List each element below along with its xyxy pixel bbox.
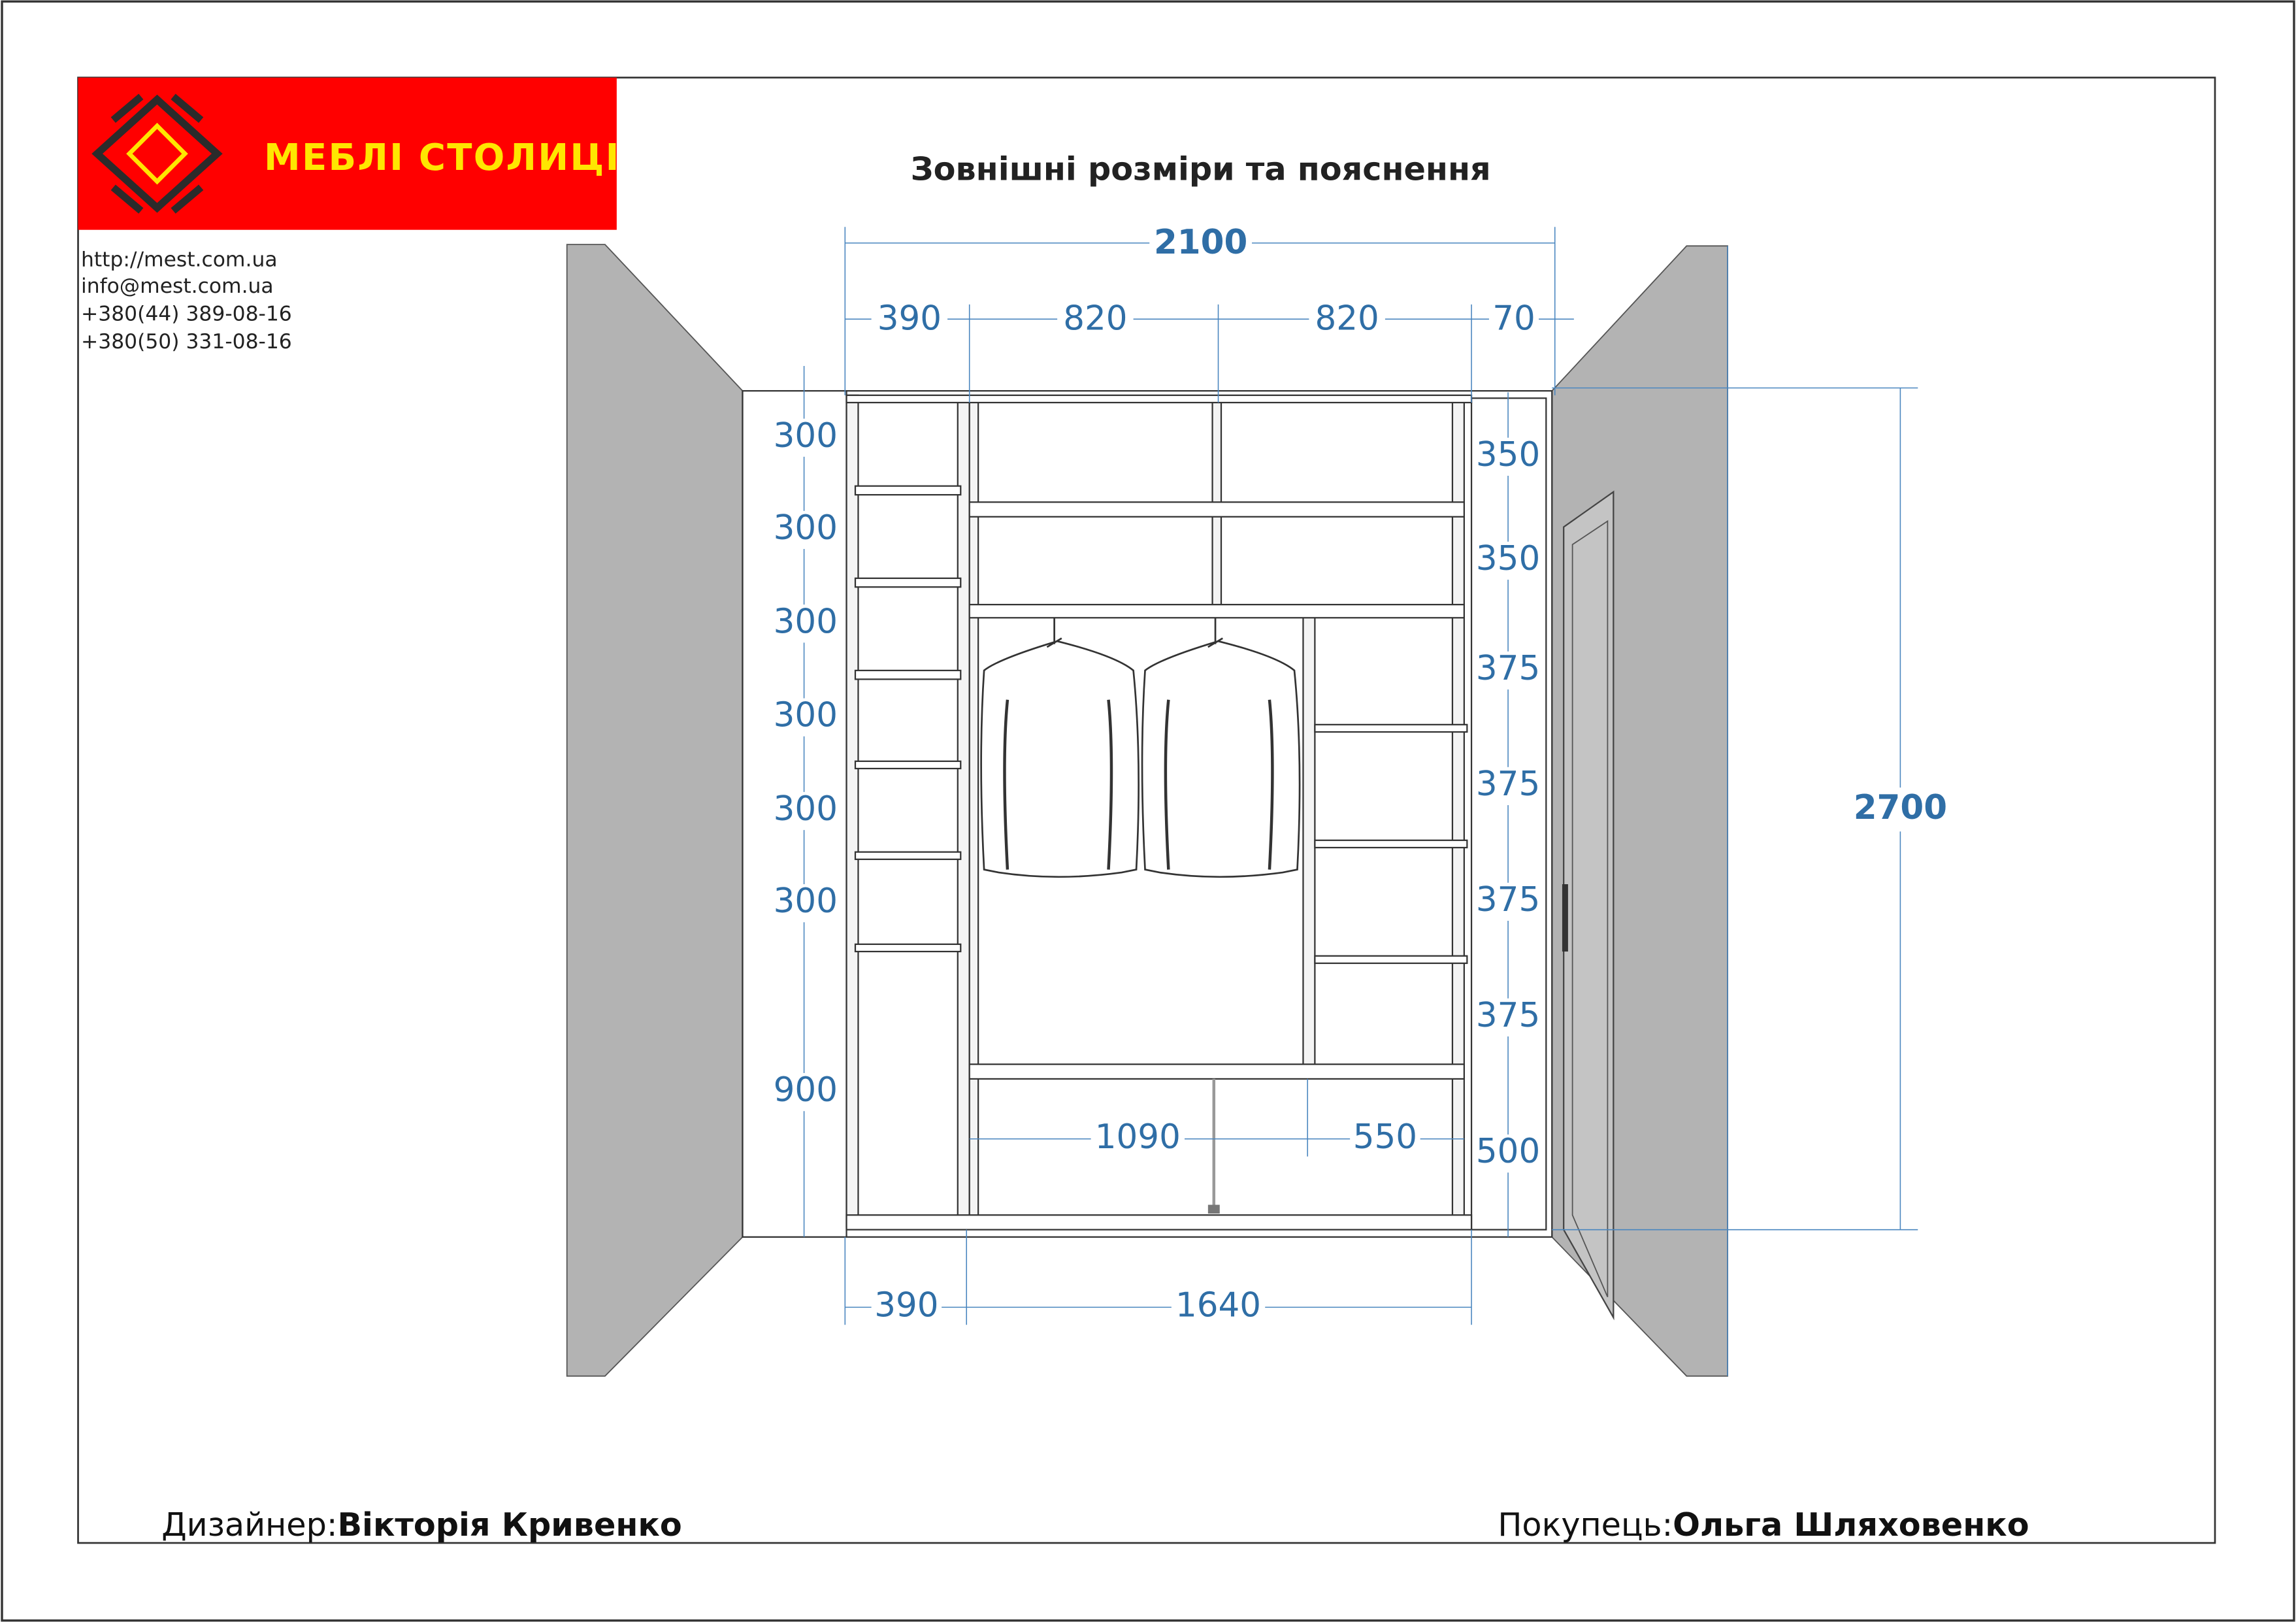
jacket-icon <box>980 618 1140 878</box>
customer-label: Покупець: <box>1498 1506 1673 1544</box>
customer-name: Ольга Шляховенко <box>1673 1506 2029 1544</box>
designer-credit: Дизайнер:Вікторія Кривенко <box>161 1506 682 1544</box>
dim-left-height: 300 <box>774 789 838 829</box>
wardrobe <box>742 389 1553 1238</box>
dim-right-height: 500 <box>1476 1132 1540 1171</box>
phone-2: +380(50) 331-08-16 <box>81 330 292 354</box>
room-door <box>1563 490 1615 1321</box>
right-filler-panel <box>1470 397 1547 1231</box>
customer-credit: Покупець:Ольга Шляховенко <box>1498 1506 2029 1544</box>
dim-total-height: 2700 <box>1854 788 1947 827</box>
dim-left-height: 300 <box>774 416 838 455</box>
dim-right-height: 375 <box>1476 649 1540 688</box>
dim-right-height: 375 <box>1476 996 1540 1035</box>
dim-left-height: 300 <box>774 696 838 735</box>
dim-left-height: 900 <box>774 1070 838 1110</box>
designer-label: Дизайнер: <box>161 1506 337 1544</box>
page-title: Зовнішні розміри та пояснення <box>911 150 1491 188</box>
brand-name: МЕБЛІ СТОЛИЦІ <box>264 137 621 179</box>
dim-left-height: 300 <box>774 602 838 641</box>
dim-left-height: 300 <box>774 882 838 921</box>
company-logo: МЕБЛІ СТОЛИЦІ <box>78 77 621 230</box>
door-handle-icon <box>1562 884 1568 952</box>
dimension-labels: 2100 390 820 820 70 300 300 300 300 300 … <box>772 222 1952 1327</box>
dim-bottom-width: 1640 <box>1175 1285 1261 1325</box>
dim-top-section: 70 <box>1492 299 1535 339</box>
dim-top-section: 390 <box>877 299 942 339</box>
dim-top-section: 820 <box>1063 299 1127 339</box>
dim-left-height: 300 <box>774 508 838 548</box>
dim-right-height: 350 <box>1476 435 1540 474</box>
left-wall <box>566 244 744 1377</box>
diamond-logo-icon <box>91 93 223 214</box>
dim-lower-width: 1090 <box>1095 1117 1181 1157</box>
designer-name: Вікторія Кривенко <box>338 1506 682 1544</box>
dim-total-width: 2100 <box>1154 223 1247 262</box>
inner-frame <box>77 76 2216 1544</box>
phone-1: +380(44) 389-08-16 <box>81 303 292 326</box>
dim-right-height: 350 <box>1476 539 1540 578</box>
website-link[interactable]: http://mest.com.ua <box>81 248 278 272</box>
dim-bottom-width: 390 <box>874 1285 938 1325</box>
dim-top-section: 820 <box>1315 299 1379 339</box>
jacket-icon <box>1141 618 1301 878</box>
dim-right-height: 375 <box>1476 765 1540 804</box>
dim-right-height: 375 <box>1476 880 1540 919</box>
email-link[interactable]: info@mest.com.ua <box>81 274 274 298</box>
dim-lower-width: 550 <box>1353 1117 1417 1157</box>
